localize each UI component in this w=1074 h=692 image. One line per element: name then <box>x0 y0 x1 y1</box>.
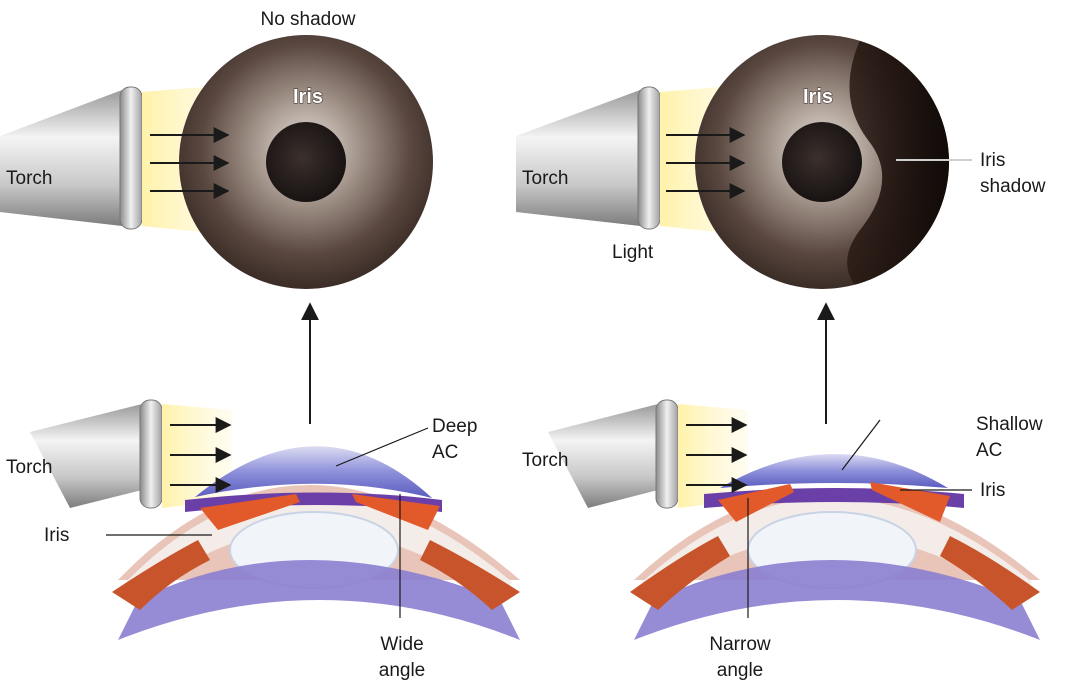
leader-deep-ac <box>336 428 428 466</box>
caption-no-shadow: No shadow <box>260 9 355 30</box>
label-angle-left: angle <box>379 660 426 681</box>
torch-top-right <box>516 87 660 229</box>
label-iris-bottom-right: Iris <box>980 480 1005 501</box>
torch-label-top-right: Torch <box>522 168 568 189</box>
label-narrow: Narrow <box>709 634 771 655</box>
iris-label-right: Iris <box>803 86 833 108</box>
torch-top-left <box>0 87 142 229</box>
pupil-right <box>782 122 862 202</box>
left-panel: No shadow Iris Torch Torch <box>0 9 520 681</box>
torch-label-bottom-left: Torch <box>6 457 52 478</box>
label-ac: AC <box>432 442 458 463</box>
label-ac-right: AC <box>976 440 1002 461</box>
label-light: Light <box>612 242 654 263</box>
label-iris-bottom-left: Iris <box>44 525 69 546</box>
label-angle-right: angle <box>717 660 764 681</box>
label-deep: Deep <box>432 416 477 437</box>
label-shallow: Shallow <box>976 414 1043 435</box>
pupil-left <box>266 122 346 202</box>
iris-label-left: Iris <box>293 86 323 108</box>
label-wide: Wide <box>380 634 423 655</box>
label-iris-shadow-1: Iris <box>980 150 1005 171</box>
right-panel: Iris Torch Light Iris shadow Torch <box>516 20 1046 681</box>
label-iris-shadow-2: shadow <box>980 176 1046 197</box>
torch-label-top-left: Torch <box>6 168 52 189</box>
torch-bottom-left <box>30 400 162 508</box>
torch-label-bottom-right: Torch <box>522 450 568 471</box>
